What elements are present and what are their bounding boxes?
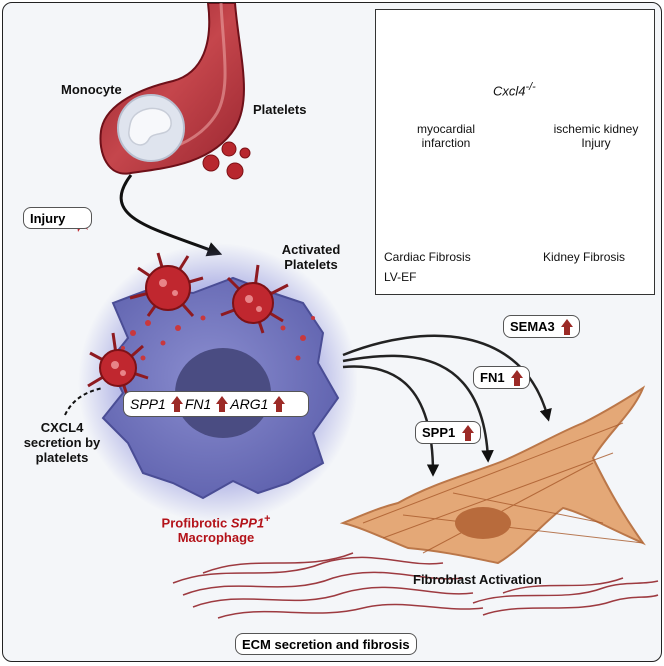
- fibroblast-cell: [339, 385, 646, 565]
- ecm-label-box: ECM secretion and fibrosis: [235, 633, 417, 656]
- macrophage-gene: SPP1: [230, 515, 265, 531]
- gene-fn1: FN1: [184, 396, 212, 412]
- branch-right-line2: Injury: [581, 135, 611, 150]
- fibroblast-label: Fibroblast Activation: [413, 572, 542, 587]
- illustration: [64, 3, 659, 619]
- activated-platelets: [87, 252, 289, 399]
- mouse-sup: -/-: [525, 81, 536, 93]
- migration-arrow: [119, 174, 223, 257]
- activated-line2: Platelets: [284, 256, 338, 272]
- cxcl4-secretion-label: CXCL4 secretion by platelets: [23, 420, 101, 466]
- ecm-fibers: [172, 552, 659, 619]
- up-arrow-icon: [511, 369, 524, 386]
- factor-sema3-label: SEMA3: [510, 319, 555, 335]
- inset-panel: [375, 9, 655, 295]
- branch-left-line1: myocardial: [416, 122, 476, 136]
- kidney-fibrosis-label: Kidney Fibrosis: [543, 250, 626, 264]
- factor-fn1: FN1: [473, 366, 531, 389]
- cxcl4-line1: CXCL4: [40, 420, 84, 435]
- macrophage-line2: Macrophage: [177, 530, 255, 546]
- macrophage-gene-box: SPP1 FN1 ARG1: [123, 391, 309, 417]
- injury-badge: Injury: [23, 207, 93, 230]
- cxcl4-line3: platelets: [35, 449, 89, 465]
- cxcl4-line2: secretion by: [23, 434, 101, 450]
- mouse-gene: Cxcl4: [493, 83, 526, 99]
- ecm-label: ECM secretion and fibrosis: [242, 637, 410, 653]
- branch-left-label: myocardial infarction: [401, 122, 491, 151]
- injury-label: Injury: [30, 211, 66, 227]
- macrophage-sup: +: [264, 513, 271, 525]
- factor-sema3: SEMA3: [503, 315, 581, 338]
- mouse-genotype: Cxcl4-/-: [493, 81, 536, 99]
- signal-arrows: [342, 334, 552, 477]
- activated-platelets-label: Activated Platelets: [271, 242, 351, 273]
- gene-arg1: ARG1: [230, 396, 269, 412]
- platelets-label: Platelets: [253, 102, 307, 117]
- activated-line1: Activated: [281, 242, 341, 257]
- up-arrow-icon: [561, 318, 574, 335]
- gene-spp1: SPP1: [130, 396, 166, 412]
- up-arrow-icon: [216, 396, 229, 412]
- monocyte-cell: [117, 94, 185, 162]
- up-arrow-icon: [461, 424, 474, 441]
- monocyte-label: Monocyte: [61, 82, 122, 97]
- platelet-cluster: [202, 141, 251, 180]
- factor-fn1-label: FN1: [480, 370, 505, 386]
- secretion-dashed-line: [64, 387, 104, 416]
- lv-ef-label: LV-EF: [384, 270, 417, 284]
- factor-spp1: SPP1: [415, 421, 481, 444]
- branch-right-label: ischemic kidney Injury: [543, 122, 649, 151]
- branch-left-line2: infarction: [421, 135, 471, 150]
- branch-right-line1: ischemic kidney: [553, 122, 639, 136]
- cardiac-fibrosis-label: Cardiac Fibrosis: [384, 250, 471, 264]
- up-arrow-icon: [170, 396, 183, 412]
- macrophage-label: Profibrotic SPP1+ Macrophage: [141, 513, 291, 546]
- factor-spp1-label: SPP1: [422, 425, 456, 441]
- up-arrow-icon: [273, 396, 286, 412]
- macrophage-prefix: Profibrotic: [161, 515, 231, 531]
